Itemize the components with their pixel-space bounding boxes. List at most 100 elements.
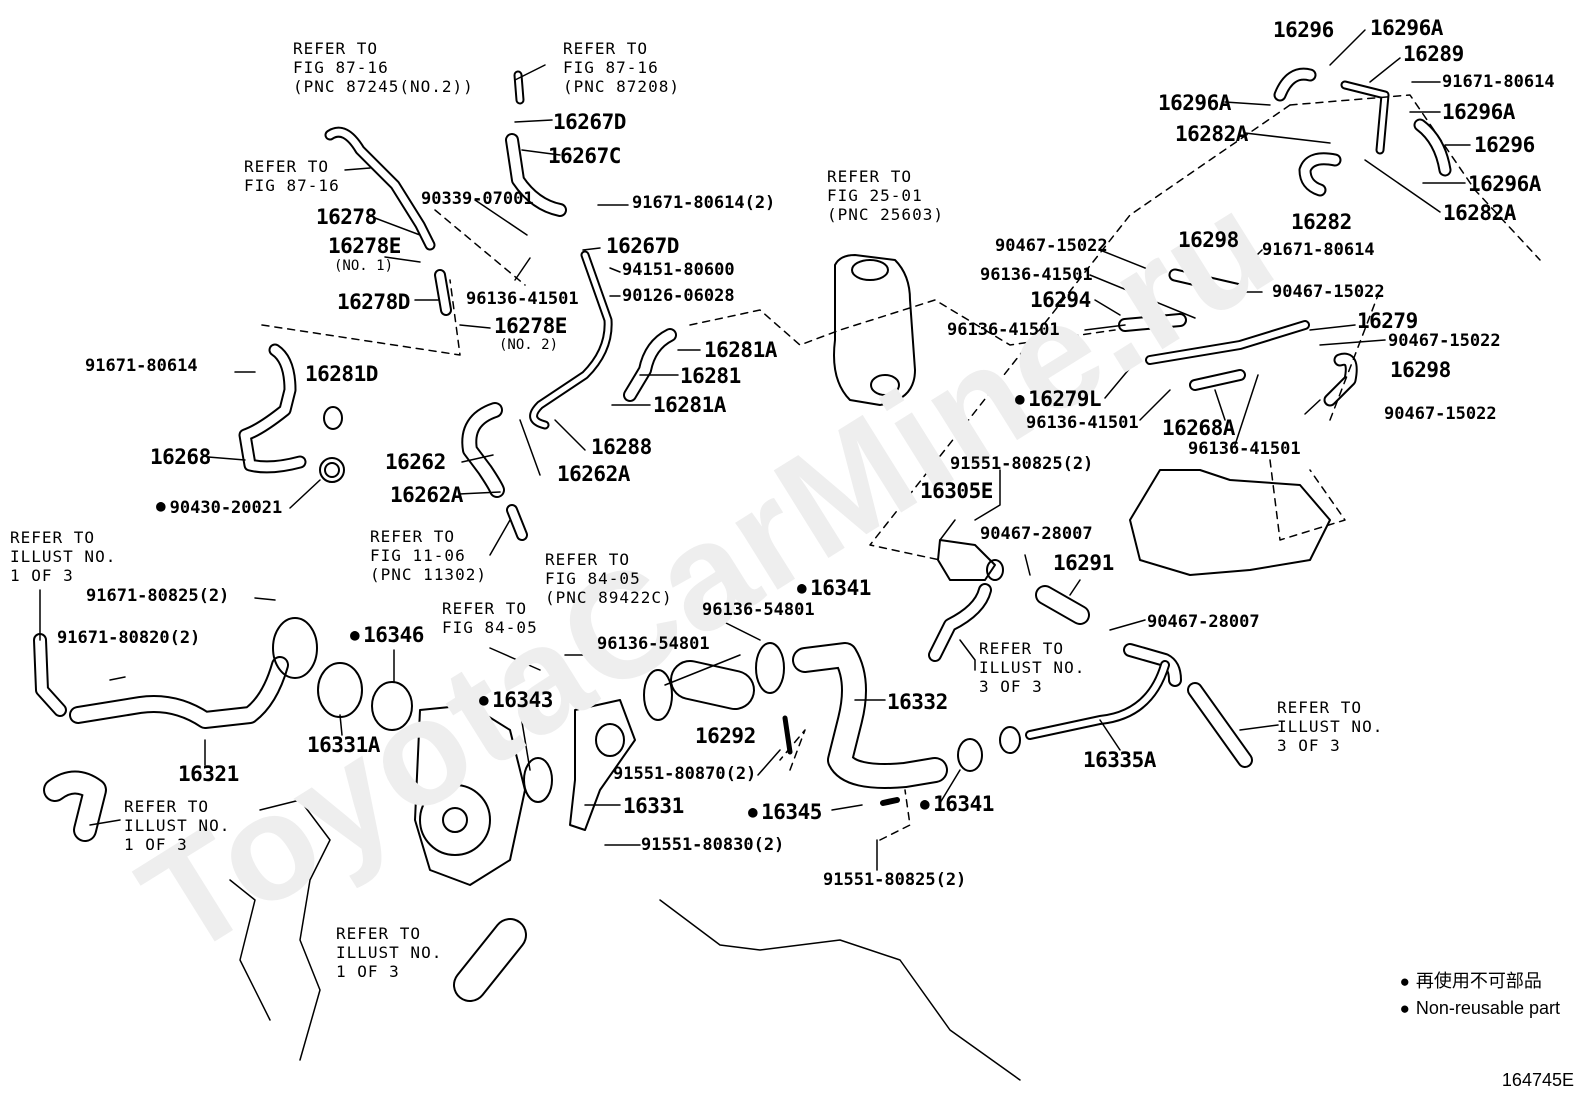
- part-90467-15022-a[interactable]: 90467-15022: [995, 236, 1108, 256]
- part-94151-80600[interactable]: 94151-80600: [622, 260, 735, 280]
- part-16296A-d[interactable]: 16296A: [1468, 172, 1541, 196]
- gasket-16346: [371, 681, 413, 731]
- part-16281[interactable]: 16281: [680, 364, 741, 388]
- part-91671-80820[interactable]: 91671-80820(2): [57, 628, 201, 648]
- part-96136-54801-b[interactable]: 96136-54801: [597, 634, 710, 654]
- gasket-16343: [523, 757, 553, 803]
- part-16332[interactable]: 16332: [887, 690, 948, 714]
- part-16288[interactable]: 16288: [591, 435, 652, 459]
- part-16281A-b[interactable]: 16281A: [653, 393, 726, 417]
- part-16279[interactable]: 16279: [1357, 309, 1418, 333]
- part-90467-15022-c[interactable]: 90467-15022: [1388, 331, 1501, 351]
- part-96136-41501-e[interactable]: 96136-41501: [1188, 439, 1301, 459]
- part-16321[interactable]: 16321: [178, 762, 239, 786]
- part-16282A-b[interactable]: 16282A: [1443, 201, 1516, 225]
- part-16305E[interactable]: 16305E: [920, 479, 993, 503]
- legend-en: Non-reusable part: [1400, 995, 1560, 1022]
- part-16268[interactable]: 16268: [150, 445, 211, 469]
- part-91671-80614-d[interactable]: 91671-80614: [1262, 240, 1375, 260]
- part-16331A[interactable]: 16331A: [307, 733, 380, 757]
- flange-16321: [272, 617, 318, 679]
- part-16262A[interactable]: 16262A: [557, 462, 630, 486]
- part-16341[interactable]: 16341: [797, 578, 871, 599]
- part-91551-80830[interactable]: 91551-80830(2): [641, 835, 785, 855]
- part-16289[interactable]: 16289: [1403, 42, 1464, 66]
- bolt-91551-80870: [782, 715, 793, 755]
- refer-illust-1b: REFER TO ILLUST NO. 1 OF 3: [124, 797, 231, 854]
- part-16296[interactable]: 16296: [1273, 18, 1334, 42]
- refer-illust-1a: REFER TO ILLUST NO. 1 OF 3: [10, 528, 117, 585]
- part-16298-b[interactable]: 16298: [1390, 358, 1451, 382]
- part-16281A[interactable]: 16281A: [704, 338, 777, 362]
- refer-87-16: REFER TO FIG 87-16: [244, 157, 340, 195]
- refer-25603: REFER TO FIG 25-01 (PNC 25603): [827, 167, 944, 224]
- part-96136-41501-c[interactable]: 96136-41501: [947, 320, 1060, 340]
- part-25603: [833, 254, 916, 406]
- legend-jp: 再使用不可部品: [1400, 968, 1560, 995]
- part-90339-07001[interactable]: 90339-07001: [421, 189, 534, 209]
- part-16262A-b[interactable]: 16262A: [390, 483, 463, 507]
- part-91551-80825-b[interactable]: 91551-80825(2): [823, 870, 967, 890]
- refer-illust-1c: REFER TO ILLUST NO. 1 OF 3: [336, 924, 443, 981]
- part-16294[interactable]: 16294: [1030, 288, 1091, 312]
- part-16278E[interactable]: 16278E: [328, 234, 401, 258]
- part-16268A[interactable]: 16268A: [1162, 416, 1235, 440]
- part-16281D[interactable]: 16281D: [305, 362, 378, 386]
- part-16267D-b[interactable]: 16267D: [606, 234, 679, 258]
- part-16267C[interactable]: 16267C: [548, 144, 621, 168]
- part-16331[interactable]: 16331: [623, 794, 684, 818]
- part-90467-28007-b[interactable]: 90467-28007: [1147, 612, 1260, 632]
- part-16279L[interactable]: 16279L: [1015, 389, 1101, 410]
- part-16262[interactable]: 16262: [385, 450, 446, 474]
- part-16296-b[interactable]: 16296: [1474, 133, 1535, 157]
- note-no1: (NO. 1): [334, 258, 394, 274]
- part-90467-15022-d[interactable]: 90467-15022: [1384, 404, 1497, 424]
- part-90126-06028[interactable]: 90126-06028: [622, 286, 735, 306]
- part-90430-20021[interactable]: 90430-20021: [156, 500, 283, 517]
- part-16291[interactable]: 16291: [1053, 551, 1114, 575]
- note-no2: (NO. 2): [499, 337, 559, 353]
- part-91551-80870[interactable]: 91551-80870(2): [613, 764, 757, 784]
- part-91671-80614-c[interactable]: 91671-80614: [1442, 72, 1555, 92]
- part-96136-41501-a[interactable]: 96136-41501: [466, 289, 579, 309]
- clamp-96136-54801b: [755, 642, 785, 694]
- part-16278E-b[interactable]: 16278E: [494, 314, 567, 338]
- part-16343[interactable]: 16343: [479, 690, 553, 711]
- gasket-90430: [319, 457, 345, 483]
- refer-11302: REFER TO FIG 11-06 (PNC 11302): [370, 527, 487, 584]
- part-96136-41501-b[interactable]: 96136-41501: [980, 265, 1093, 285]
- refer-87245: REFER TO FIG 87-16 (PNC 87245(NO.2)): [293, 39, 474, 96]
- part-90467-28007-a[interactable]: 90467-28007: [980, 524, 1093, 544]
- part-91671-80825[interactable]: 91671-80825(2): [86, 586, 230, 606]
- housing-16305E: [937, 539, 996, 581]
- part-91551-80825-a[interactable]: 91551-80825(2): [950, 454, 1094, 474]
- fitting-16335A: [999, 726, 1021, 754]
- part-91671-80614-2[interactable]: 91671-80614(2): [632, 193, 776, 213]
- part-16282A[interactable]: 16282A: [1175, 122, 1248, 146]
- part-16298[interactable]: 16298: [1178, 228, 1239, 252]
- part-16346[interactable]: 16346: [350, 625, 424, 646]
- part-16267D[interactable]: 16267D: [553, 110, 626, 134]
- part-16335A[interactable]: 16335A: [1083, 748, 1156, 772]
- part-16278[interactable]: 16278: [316, 205, 377, 229]
- part-90467-15022-b[interactable]: 90467-15022: [1272, 282, 1385, 302]
- refer-84-05: REFER TO FIG 84-05: [442, 599, 538, 637]
- part-16345[interactable]: 16345: [748, 802, 822, 823]
- part-91671-80614-b[interactable]: 91671-80614: [85, 356, 198, 376]
- part-16341-b[interactable]: 16341: [920, 794, 994, 815]
- refer-illust-3a: REFER TO ILLUST NO. 3 OF 3: [979, 639, 1086, 696]
- pipe-16332: [792, 642, 948, 789]
- part-16292[interactable]: 16292: [695, 724, 756, 748]
- clamp-96136-54801a: [643, 669, 673, 721]
- part-16296A[interactable]: 16296A: [1370, 16, 1443, 40]
- part-16296A-c[interactable]: 16296A: [1442, 100, 1515, 124]
- part-16282[interactable]: 16282: [1291, 210, 1352, 234]
- figure-id: 164745E: [1501, 1070, 1574, 1090]
- part-16278D[interactable]: 16278D: [337, 290, 410, 314]
- water-pump: [414, 704, 526, 886]
- part-16296A-b[interactable]: 16296A: [1158, 91, 1231, 115]
- refer-87208: REFER TO FIG 87-16 (PNC 87208): [563, 39, 680, 96]
- part-96136-41501-d[interactable]: 96136-41501: [1026, 413, 1139, 433]
- gasket-16341b: [957, 738, 983, 772]
- part-96136-54801-a[interactable]: 96136-54801: [702, 600, 815, 620]
